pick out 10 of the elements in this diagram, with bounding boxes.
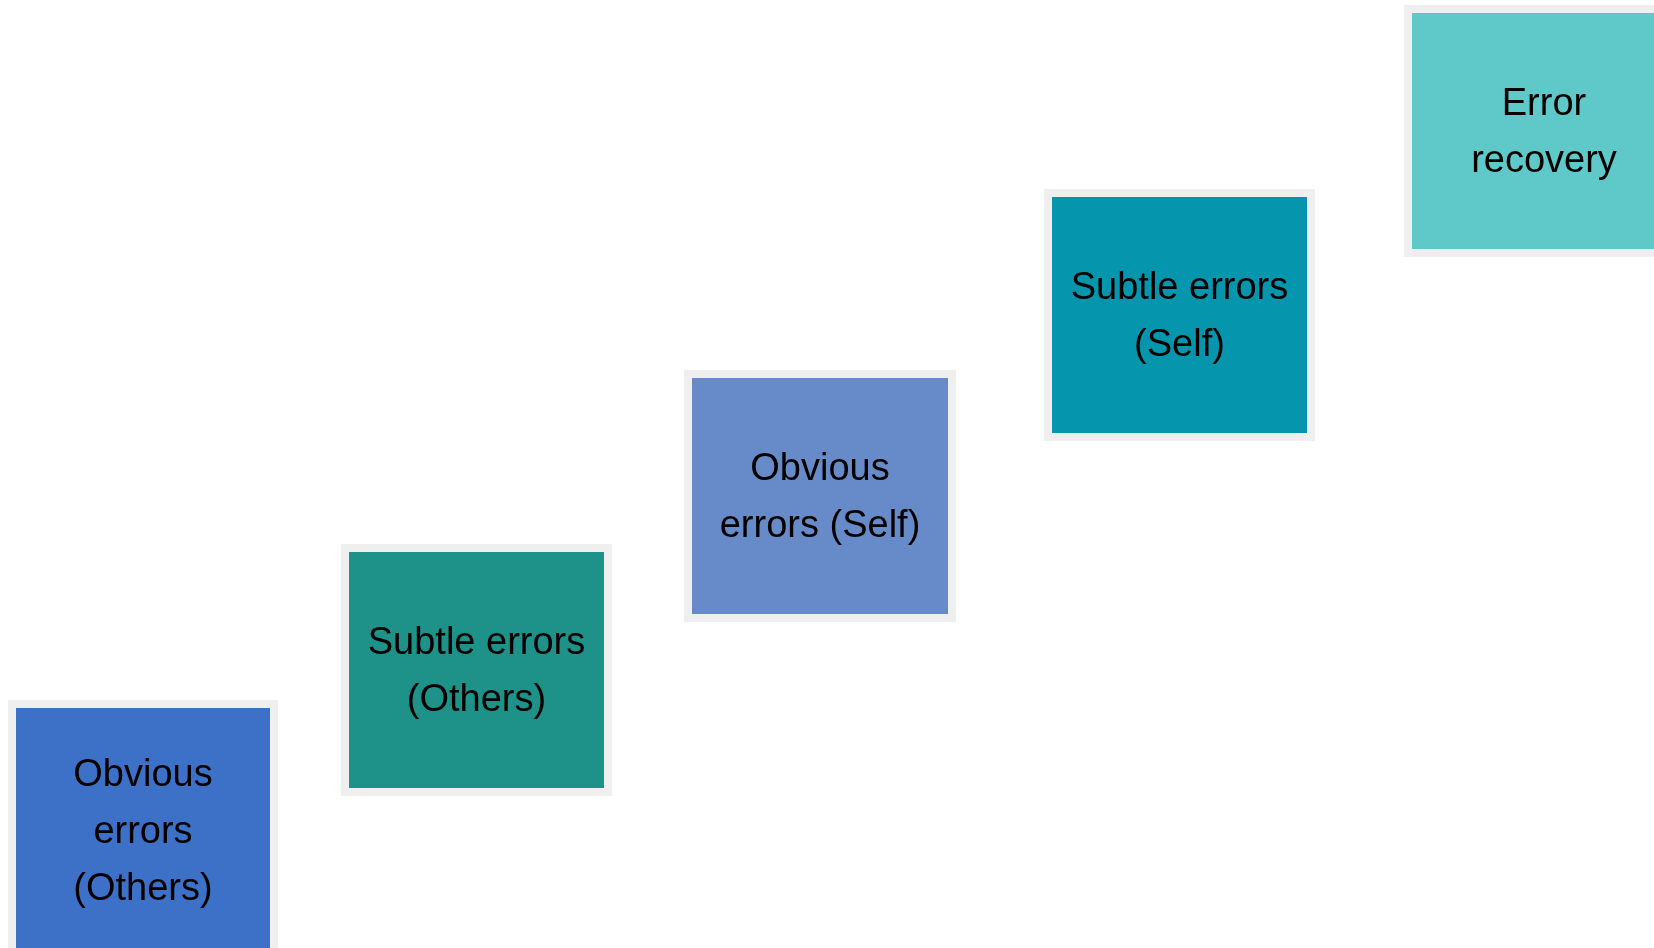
step-box <box>684 370 956 622</box>
step-label: Obvious errors (Self) <box>718 445 922 547</box>
step-box <box>341 544 612 796</box>
step-box <box>8 700 278 948</box>
step-box <box>1404 5 1654 257</box>
step-label: Obvious errors (Others) <box>72 750 214 910</box>
step-label: Subtle errors (Self) <box>1069 264 1290 366</box>
step-label: Error recovery <box>1470 80 1618 182</box>
step-box <box>1044 189 1315 441</box>
step-label: Subtle errors (Others) <box>366 619 587 721</box>
